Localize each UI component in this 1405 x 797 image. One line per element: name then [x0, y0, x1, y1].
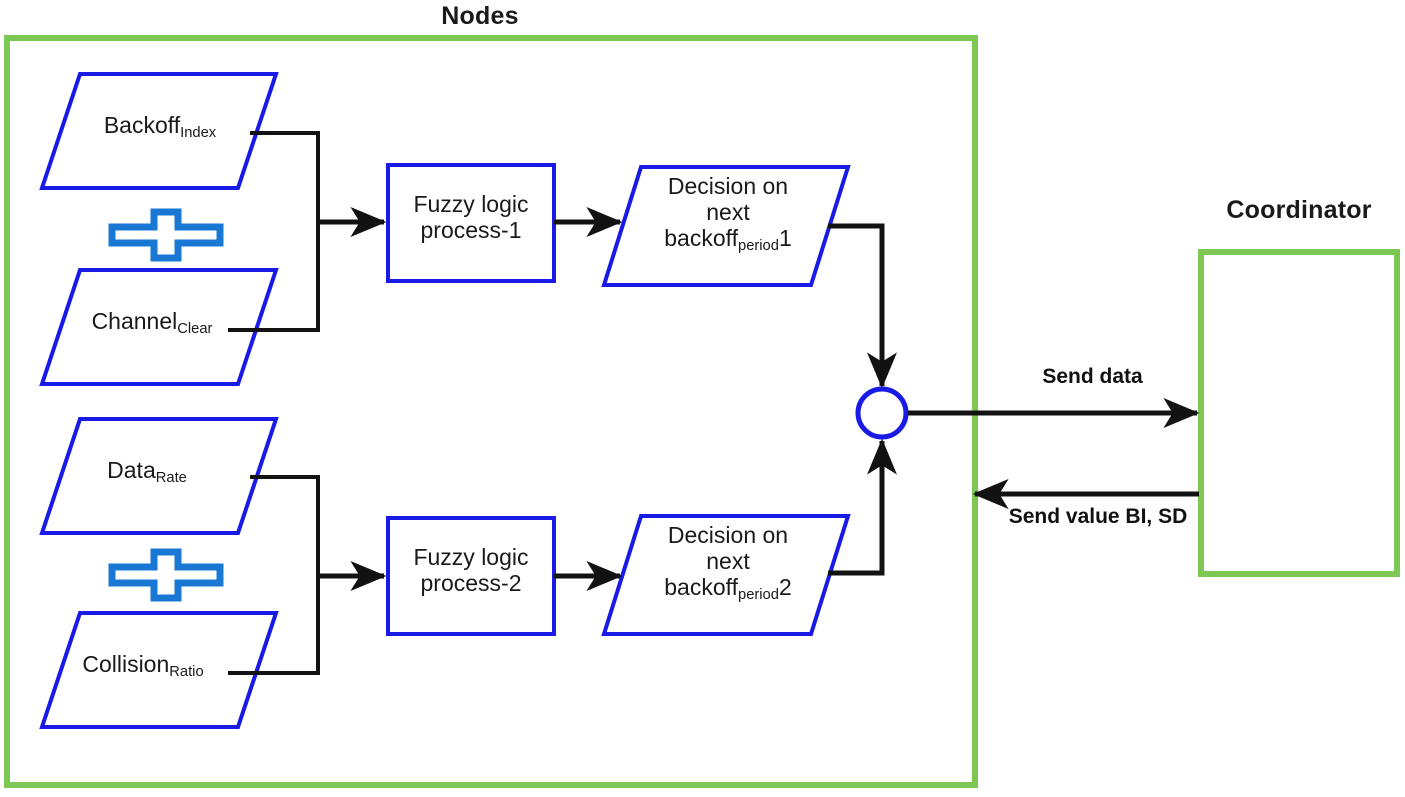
process-box-fuzzy-1 — [386, 163, 556, 283]
input-shape-collision-ratio — [39, 611, 279, 729]
wire-channel-clear-to-merge — [228, 222, 320, 332]
wire-collision-ratio-to-merge — [228, 576, 320, 675]
input-shape-channel-clear — [39, 268, 279, 386]
decision-shape-2 — [601, 514, 851, 636]
wire-backoff-index-to-merge — [250, 131, 320, 222]
arrow-decision-1-to-junction — [828, 223, 897, 389]
input-shape-data-rate — [39, 417, 279, 535]
coordinator-box — [1198, 249, 1400, 577]
decision-shape-1 — [601, 165, 851, 287]
merge-junction-circle — [855, 386, 909, 440]
wire-data-rate-to-merge — [250, 475, 320, 576]
plus-icon-upper — [108, 208, 224, 262]
input-shape-backoff-index — [39, 72, 279, 190]
process-box-fuzzy-2 — [386, 516, 556, 636]
plus-icon-lower — [108, 548, 224, 602]
arrow-decision-2-to-junction — [828, 438, 897, 576]
